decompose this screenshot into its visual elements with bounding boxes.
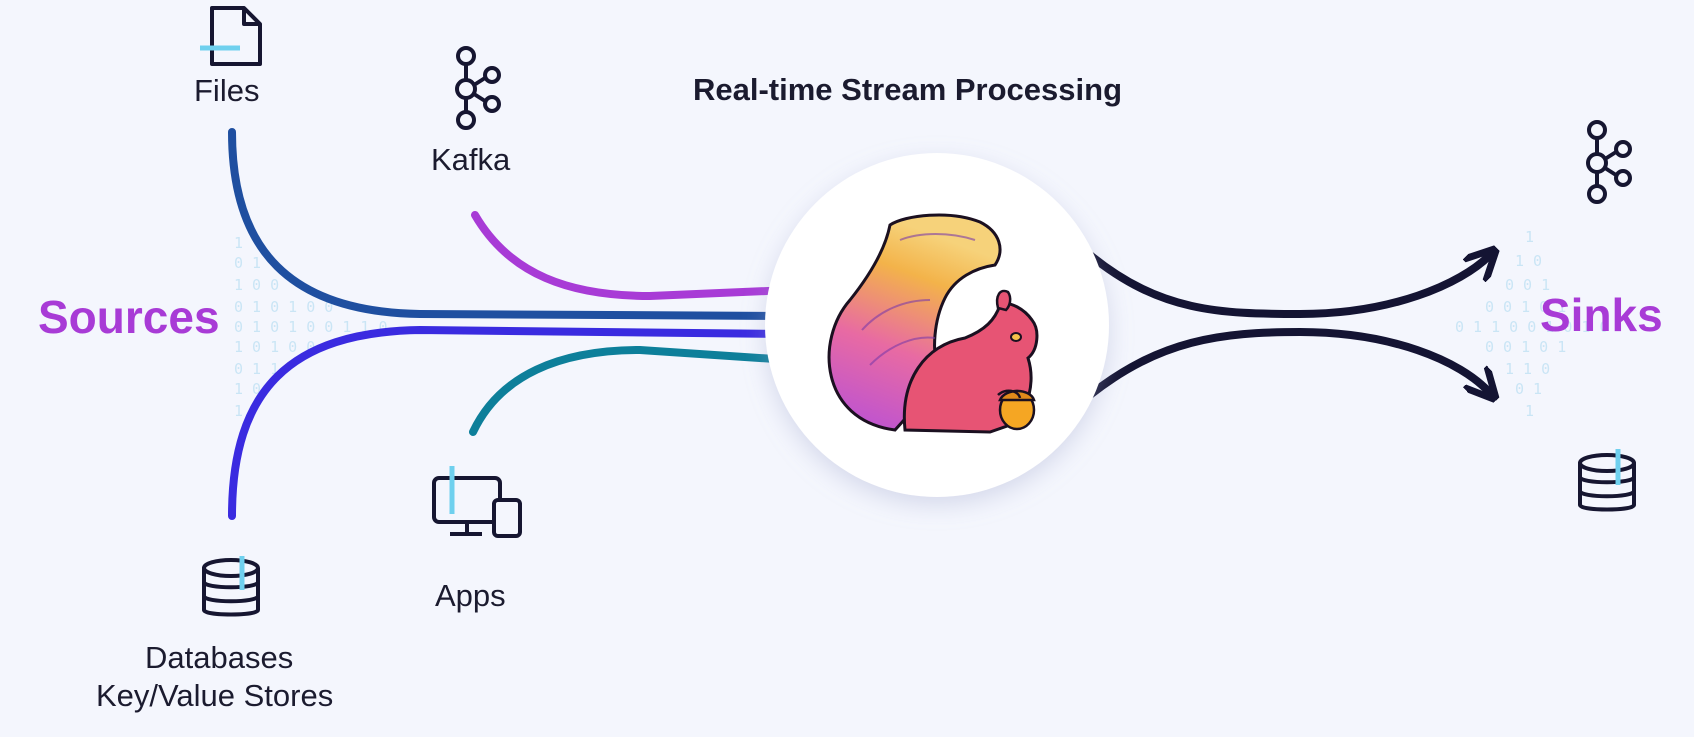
sink-database-arrow	[1086, 327, 1490, 395]
svg-text:1 0 0: 1 0 0	[234, 276, 279, 294]
file-icon	[200, 6, 262, 66]
files-stream-line	[228, 128, 794, 320]
binary-decoration-left: 1 0 1 1 0 0 0 1 0 1 0 0 0 1 0 1 0 0 1 1 …	[234, 234, 388, 420]
database-icon-source	[202, 556, 260, 617]
svg-text:1: 1	[234, 402, 243, 420]
svg-text:0 1: 0 1	[1515, 380, 1542, 398]
svg-text:1: 1	[1525, 402, 1534, 420]
diagram-title: Real-time Stream Processing	[693, 72, 1123, 107]
svg-text:0 0 1: 0 0 1	[1505, 276, 1550, 294]
databases-stream-line	[228, 325, 794, 520]
svg-text:0 1 1 0 0 1 0 1 0: 0 1 1 0 0 1 0 1 0	[1455, 318, 1609, 336]
devices-icon	[432, 466, 522, 538]
svg-text:0 1 1: 0 1 1	[234, 360, 279, 378]
files-label: Files	[194, 73, 260, 108]
svg-text:0 1: 0 1	[234, 254, 261, 272]
svg-text:0 0 1 0 1: 0 0 1 0 1	[1485, 298, 1566, 316]
sink-kafka-arrow	[1086, 255, 1490, 319]
svg-text:1 1 0: 1 1 0	[1505, 360, 1550, 378]
key-value-stores-label: Key/Value Stores	[96, 678, 334, 713]
sinks-heading: Sinks	[1540, 289, 1663, 341]
sources-heading: Sources	[38, 291, 220, 343]
kafka-label: Kafka	[431, 142, 511, 177]
svg-text:0 1 0 1 0 0: 0 1 0 1 0 0	[234, 298, 333, 316]
database-icon-sink	[1578, 449, 1636, 512]
svg-text:1 0: 1 0	[234, 380, 261, 398]
svg-text:1 0: 1 0	[1515, 252, 1542, 270]
binary-decoration-right: 1 1 0 0 0 1 0 0 1 0 1 0 1 1 0 0 1 0 1 0 …	[1455, 228, 1609, 420]
svg-text:1: 1	[234, 234, 243, 252]
kafka-icon-source	[455, 46, 501, 130]
kafka-stream-line	[471, 211, 794, 301]
svg-text:1: 1	[1525, 228, 1534, 246]
apps-stream-line	[469, 345, 794, 436]
apps-label: Apps	[435, 578, 506, 613]
svg-text:0 1 0 1 0 0 1 1 0: 0 1 0 1 0 0 1 1 0	[234, 318, 388, 336]
svg-text:0 0 1 0 1: 0 0 1 0 1	[1485, 338, 1566, 356]
kafka-icon-sink	[1586, 120, 1632, 204]
svg-text:1 0 1 0 0: 1 0 1 0 0	[234, 338, 315, 356]
databases-label: Databases	[145, 640, 294, 675]
squirrel-logo	[827, 213, 1039, 434]
